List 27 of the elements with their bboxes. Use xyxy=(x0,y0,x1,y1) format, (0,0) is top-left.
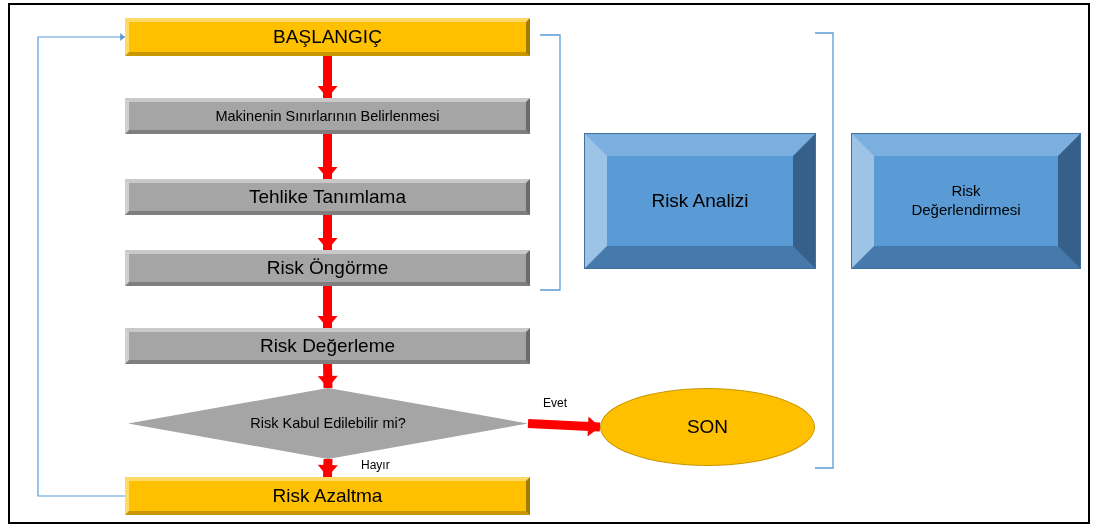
node-label: Tehlike Tanımlama xyxy=(249,185,406,209)
node-label: BAŞLANGIÇ xyxy=(273,25,382,49)
node-label: Risk Azaltma xyxy=(272,484,383,508)
stage-box xyxy=(852,134,1080,268)
node-label: Risk Öngörme xyxy=(266,256,389,280)
edge-label: Hayır xyxy=(360,458,391,473)
arrow xyxy=(317,458,338,478)
arrow xyxy=(37,33,126,497)
process-box xyxy=(125,328,530,364)
node-label: Risk Analizi xyxy=(651,189,749,213)
terminal-box xyxy=(125,18,530,56)
terminal-box xyxy=(125,477,530,515)
arrow xyxy=(527,416,601,437)
node-label: Makinenin Sınırlarının Belirlenmesi xyxy=(215,106,440,126)
arrow xyxy=(317,215,338,250)
arrow xyxy=(317,363,338,389)
node-label: Risk Değerleme xyxy=(259,334,396,358)
arrow xyxy=(317,56,338,98)
node-label: Risk Değerlendirmesi xyxy=(910,182,1022,220)
process-box xyxy=(125,98,530,134)
stage-box xyxy=(585,134,815,268)
decision-text: Risk Kabul Edilebilir mi? xyxy=(250,414,406,433)
arrow xyxy=(317,134,338,179)
node-label: SON xyxy=(686,415,729,439)
process-box xyxy=(125,250,530,286)
process-box xyxy=(125,179,530,215)
arrow xyxy=(317,286,338,328)
